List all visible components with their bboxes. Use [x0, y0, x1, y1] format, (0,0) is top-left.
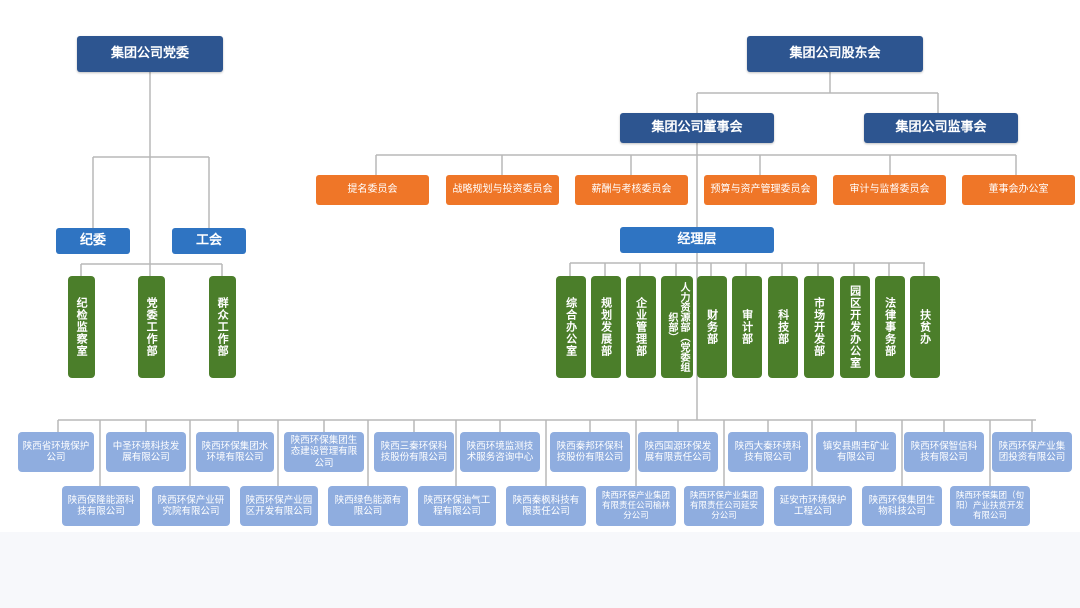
subsidiary-r2-3: 陕西绿色能源有限公司	[328, 486, 408, 526]
party-committee-box: 集团公司党委	[77, 36, 223, 72]
subsidiary-r1-8: 陕西大秦环境科技有限公司	[728, 432, 808, 472]
subsidiary-r2-8: 延安市环境保护工程公司	[774, 486, 852, 526]
committee-5: 董事会办公室	[962, 175, 1075, 205]
union-box: 工会	[172, 228, 246, 254]
subsidiary-r2-4: 陕西环保油气工程有限公司	[418, 486, 496, 526]
party-dept-1: 党委工作部	[138, 276, 165, 378]
subsidiary-r2-6: 陕西环保产业集团有限责任公司榆林分公司	[596, 486, 676, 526]
shareholders-box: 集团公司股东会	[747, 36, 923, 72]
committee-4: 审计与监督委员会	[833, 175, 946, 205]
subsidiary-r2-2: 陕西环保产业园区开发有限公司	[240, 486, 318, 526]
dept-9: 法律事务部	[875, 276, 905, 378]
subsidiary-r2-0: 陕西保隆能源科技有限公司	[62, 486, 140, 526]
committee-0: 提名委员会	[316, 175, 429, 205]
subsidiary-r1-11: 陕西环保产业集团投资有限公司	[992, 432, 1072, 472]
subsidiary-r1-5: 陕西环境监测技术服务咨询中心	[460, 432, 540, 472]
footer-band	[0, 532, 1080, 608]
subsidiary-r2-9: 陕西环保集团生物科技公司	[862, 486, 942, 526]
management-box: 经理层	[620, 227, 774, 253]
dept-6: 科技部	[768, 276, 798, 378]
dept-3: 人力资源部（党委组织部）	[661, 276, 693, 378]
dept-1: 规划发展部	[591, 276, 621, 378]
subsidiary-r2-10: 陕西环保集团（旬阳）产业扶贫开发有限公司	[950, 486, 1030, 526]
subsidiary-r2-5: 陕西秦枫科技有限责任公司	[506, 486, 586, 526]
dept-10: 扶贫办	[910, 276, 940, 378]
subsidiary-r1-10: 陕西环保智信科技有限公司	[904, 432, 984, 472]
subsidiary-r1-9: 镇安县鼎丰矿业有限公司	[816, 432, 896, 472]
subsidiary-r1-1: 中圣环境科技发展有限公司	[106, 432, 186, 472]
party-dept-2: 群众工作部	[209, 276, 236, 378]
dept-4: 财务部	[697, 276, 727, 378]
subsidiary-r1-3: 陕西环保集团生态建设管理有限公司	[284, 432, 364, 472]
subsidiary-r1-4: 陕西三秦环保科技股份有限公司	[374, 432, 454, 472]
subsidiary-r1-6: 陕西秦邦环保科技股份有限公司	[550, 432, 630, 472]
party-dept-0: 纪检监察室	[68, 276, 95, 378]
subsidiary-r1-7: 陕西国源环保发展有限责任公司	[638, 432, 718, 472]
subsidiary-r1-0: 陕西省环境保护公司	[18, 432, 94, 472]
discipline-committee-box: 纪委	[56, 228, 130, 254]
subsidiary-r2-1: 陕西环保产业研究院有限公司	[152, 486, 230, 526]
dept-7: 市场开发部	[804, 276, 834, 378]
subsidiary-r2-7: 陕西环保产业集团有限责任公司延安分公司	[684, 486, 764, 526]
committee-3: 预算与资产管理委员会	[704, 175, 817, 205]
dept-2: 企业管理部	[626, 276, 656, 378]
dept-5: 审计部	[732, 276, 762, 378]
board-box: 集团公司董事会	[620, 113, 774, 143]
committee-1: 战略规划与投资委员会	[446, 175, 559, 205]
committee-2: 薪酬与考核委员会	[575, 175, 688, 205]
dept-8: 园区开发办公室	[840, 276, 870, 378]
dept-0: 综合办公室	[556, 276, 586, 378]
subsidiary-r1-2: 陕西环保集团水环境有限公司	[196, 432, 274, 472]
supervisors-box: 集团公司监事会	[864, 113, 1018, 143]
